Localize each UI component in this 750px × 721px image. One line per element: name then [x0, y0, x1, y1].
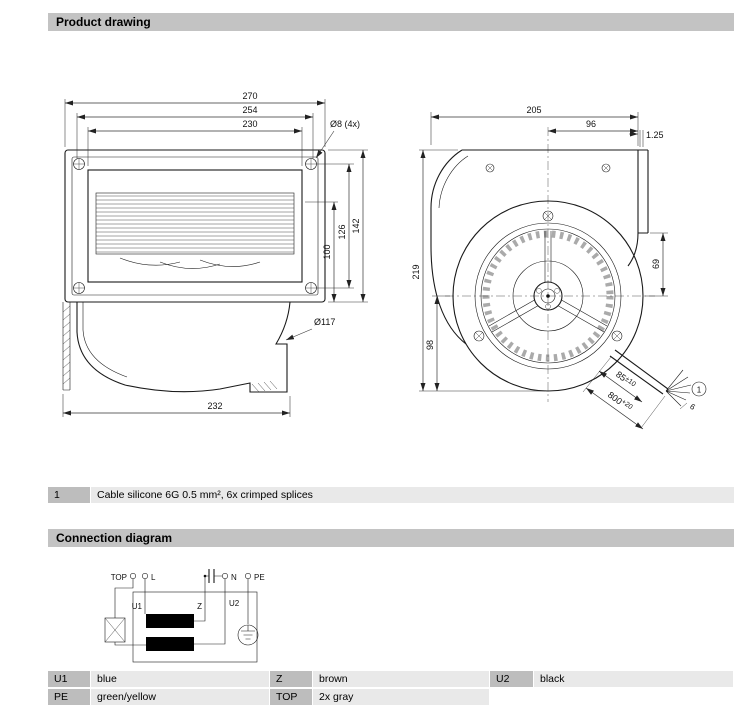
- winding-2: [146, 637, 194, 651]
- dim-205: 205: [430, 105, 639, 146]
- wire-key: Z: [270, 671, 312, 687]
- motor-spider: [488, 231, 608, 333]
- wire-key: U1: [48, 671, 90, 687]
- housing-lower: [62, 301, 291, 393]
- earth-symbol: [237, 624, 259, 646]
- note-table: 1 Cable silicone 6G 0.5 mm², 6x crimped …: [48, 487, 734, 503]
- svg-text:100: 100: [322, 244, 332, 259]
- scroll-housing: [430, 127, 655, 402]
- connection-diagram-canvas: TOP L N PE: [104, 569, 265, 663]
- svg-text:254: 254: [242, 105, 257, 115]
- svg-text:96: 96: [586, 119, 596, 129]
- impeller-blade-ring: [482, 230, 614, 362]
- svg-text:69: 69: [651, 259, 661, 269]
- dim-270: 270: [64, 91, 326, 147]
- wire-value: 2x gray: [313, 689, 489, 705]
- dim-219: 219: [411, 149, 545, 392]
- connection-diagram: TOP L N PE: [104, 569, 265, 663]
- svg-text:TOP: TOP: [111, 573, 127, 582]
- dim-126: 126: [317, 163, 354, 289]
- note-text: Cable silicone 6G 0.5 mm², 6x crimped sp…: [91, 487, 734, 503]
- svg-text:142: 142: [351, 218, 361, 233]
- svg-text:N: N: [231, 573, 237, 582]
- wiring: [114, 577, 249, 646]
- capacitor-symbol: [208, 569, 215, 583]
- fan-flange-body: [64, 149, 326, 303]
- cable-assembly: 1 85±10 800+20 6: [582, 349, 707, 430]
- svg-text:270: 270: [242, 91, 257, 101]
- dim-254: 254: [76, 105, 314, 159]
- winding-1: [146, 614, 194, 628]
- cable-callout-1: 1: [691, 381, 707, 397]
- wire-key: U2: [490, 671, 533, 687]
- wire-table-row-2: PE green/yellow TOP 2x gray: [48, 689, 734, 705]
- wire-value: green/yellow: [91, 689, 269, 705]
- wire-value-empty: [534, 689, 733, 705]
- section-title-connection-diagram: Connection diagram: [48, 529, 734, 547]
- dim-100: 100: [305, 201, 338, 302]
- dim-232: 232: [62, 394, 291, 417]
- dim-96: 96: [548, 119, 638, 134]
- wire-value: brown: [313, 671, 489, 687]
- dim-142: 142: [328, 149, 368, 303]
- hole-callout: Ø8 (4x): [315, 119, 360, 159]
- wire-key-empty: [490, 689, 533, 705]
- product-drawing-canvas: 270 254 230 Ø8 (4x) 142: [62, 91, 707, 430]
- svg-text:Ø8 (4x): Ø8 (4x): [330, 119, 360, 129]
- svg-text:1.25: 1.25: [646, 130, 664, 140]
- inlet-grille: [96, 195, 294, 253]
- terminals: TOP L N PE: [111, 569, 265, 583]
- svg-text:230: 230: [242, 119, 257, 129]
- cable-wires: [665, 369, 692, 407]
- dim-69: 69: [645, 232, 668, 297]
- svg-text:205: 205: [526, 105, 541, 115]
- svg-text:L: L: [151, 573, 156, 582]
- svg-text:98: 98: [425, 340, 435, 350]
- dim-98: 98: [425, 295, 450, 391]
- cable-dim-6: 6: [679, 402, 697, 412]
- wire-key: PE: [48, 689, 90, 705]
- svg-text:85±10: 85±10: [614, 369, 637, 390]
- svg-text:232: 232: [207, 401, 222, 411]
- note-ref: 1: [48, 487, 90, 503]
- inlet-diameter-callout: Ø117: [285, 317, 335, 341]
- svg-text:Z: Z: [197, 602, 202, 611]
- wire-table-row-1: U1 blue Z brown U2 black: [48, 671, 734, 687]
- svg-text:U1: U1: [132, 602, 143, 611]
- motor-box: U1 Z U2: [132, 591, 258, 663]
- svg-text:Ø117: Ø117: [314, 317, 335, 327]
- mounting-holes: [73, 158, 317, 294]
- dim-1-25: 1.25: [629, 130, 664, 147]
- svg-text:PE: PE: [254, 573, 265, 582]
- housing-screws: [473, 163, 623, 342]
- wire-key: TOP: [270, 689, 312, 705]
- wire-value: black: [534, 671, 733, 687]
- wire-value: blue: [91, 671, 269, 687]
- svg-text:126: 126: [337, 224, 347, 239]
- section-title-product-drawing: Product drawing: [48, 13, 734, 31]
- svg-text:219: 219: [411, 264, 421, 279]
- svg-text:1: 1: [697, 386, 702, 395]
- svg-text:U2: U2: [229, 599, 240, 608]
- dim-230: 230: [87, 119, 303, 166]
- cable-dim-800: 800+20: [585, 387, 644, 430]
- impeller-blades-hint: [119, 257, 261, 269]
- front-view: 270 254 230 Ø8 (4x) 142: [62, 91, 368, 417]
- thermal-contact-box: [104, 617, 126, 643]
- svg-text:6: 6: [688, 402, 697, 412]
- side-view: 205 96 1.25 219 98: [411, 105, 707, 430]
